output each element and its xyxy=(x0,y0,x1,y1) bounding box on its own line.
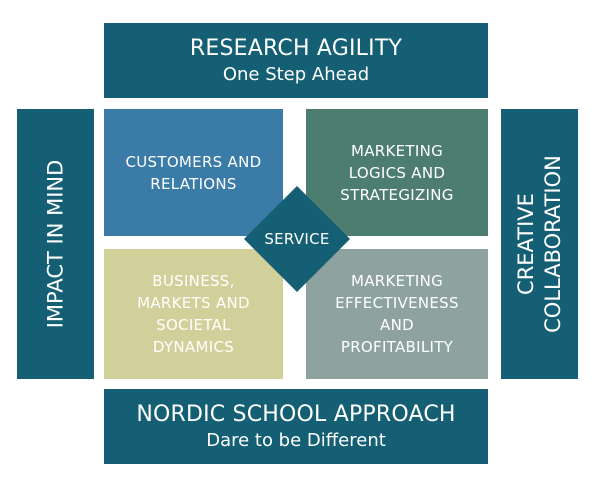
nordic-school-approach-band: NORDIC SCHOOL APPROACH Dare to be Differ… xyxy=(104,389,488,464)
creative-collaboration-band: CREATIVE COLLABORATION xyxy=(501,109,578,379)
marketing-logics-quadrant: MARKETING LOGICS AND STRATEGIZING xyxy=(306,109,488,236)
customers-and-relations-label: CUSTOMERS AND RELATIONS xyxy=(125,152,262,193)
impact-in-mind-label: IMPACT IN MIND xyxy=(43,159,67,329)
customers-and-relations-quadrant: CUSTOMERS AND RELATIONS xyxy=(104,109,283,236)
business-markets-label: BUSINESS, MARKETS AND SOCIETAL DYNAMICS xyxy=(137,272,250,356)
marketing-logics-label: MARKETING LOGICS AND STRATEGIZING xyxy=(340,141,454,204)
business-markets-quadrant: BUSINESS, MARKETS AND SOCIETAL DYNAMICS xyxy=(104,249,283,379)
research-agility-subtitle: One Step Ahead xyxy=(222,63,370,85)
marketing-effectiveness-label: MARKETING EFFECTIVENESS AND PROFITABILIT… xyxy=(335,272,459,356)
marketing-effectiveness-quadrant: MARKETING EFFECTIVENESS AND PROFITABILIT… xyxy=(306,249,488,379)
service-diamond-shape xyxy=(244,186,350,292)
impact-in-mind-band: IMPACT IN MIND xyxy=(17,109,94,379)
nordic-school-approach-title: NORDIC SCHOOL APPROACH xyxy=(136,401,456,427)
service-label: SERVICE xyxy=(264,230,330,248)
creative-collaboration-label: CREATIVE COLLABORATION xyxy=(513,155,565,333)
service-diamond: SERVICE xyxy=(242,184,352,294)
research-agility-title: RESEARCH AGILITY xyxy=(189,35,403,61)
nordic-school-approach-subtitle: Dare to be Different xyxy=(206,429,386,451)
research-agility-band: RESEARCH AGILITY One Step Ahead xyxy=(104,23,488,98)
